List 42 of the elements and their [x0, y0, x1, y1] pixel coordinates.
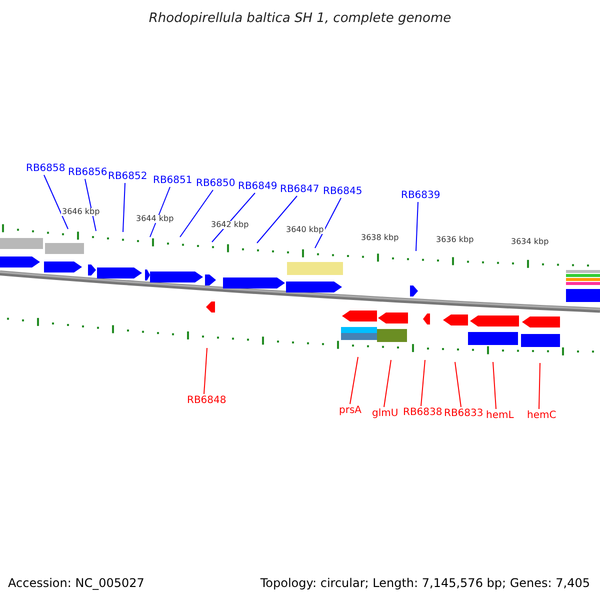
- gene-label: RB6839: [401, 189, 440, 202]
- gene-label: glmU: [372, 407, 398, 420]
- gene-label: RB6848: [187, 394, 226, 407]
- scale-label: 3634 kbp: [510, 238, 550, 246]
- scale-label: 3642 kbp: [210, 221, 250, 229]
- leader-line: [314, 198, 342, 248]
- gene-label: RB6849: [238, 180, 278, 193]
- gene-label: RB6847: [280, 183, 320, 196]
- leader-line: [492, 362, 496, 410]
- footer-text: Accession: NC_005027: [8, 575, 144, 592]
- gene-label: RB6858: [26, 162, 66, 175]
- leader-line: [420, 360, 426, 406]
- gene-label: RB6851: [153, 174, 192, 187]
- gene-label: RB6838: [403, 406, 442, 419]
- leader-line: [538, 362, 540, 410]
- gene-label: hemL: [486, 409, 514, 422]
- gene-label: hemC: [527, 409, 556, 422]
- scale-label: 3640 kbp: [285, 226, 325, 234]
- leader-line: [150, 186, 170, 238]
- gene-label: RB6850: [196, 177, 236, 190]
- leader-line: [122, 182, 126, 232]
- gene-label: RB6845: [323, 185, 362, 198]
- title: Rhodopirellula baltica SH 1, complete genome: [148, 10, 452, 28]
- scale-label: 3646 kbp: [61, 208, 101, 216]
- scale-label: 3644 kbp: [135, 215, 175, 223]
- footer-text: Topology: circular; Length: 7,145,576 bp; Genes: 7,405: [260, 575, 590, 592]
- gene-label: RB6856: [68, 166, 108, 179]
- leader-line: [212, 192, 256, 242]
- gene-label: RB6852: [108, 170, 148, 183]
- leader-line: [44, 174, 68, 230]
- leader-line: [350, 356, 358, 404]
- gene-label: prsA: [339, 404, 362, 417]
- leader-line: [204, 348, 208, 394]
- gene-label: RB6833: [444, 407, 484, 420]
- leader-line: [84, 178, 96, 232]
- leader-line: [454, 362, 462, 408]
- leader-line: [180, 190, 214, 238]
- scale-label: 3636 kbp: [435, 236, 475, 244]
- leader-line: [256, 196, 298, 244]
- scale-label: 3638 kbp: [360, 234, 400, 242]
- leader-line: [416, 202, 418, 252]
- leader-line: [384, 360, 392, 408]
